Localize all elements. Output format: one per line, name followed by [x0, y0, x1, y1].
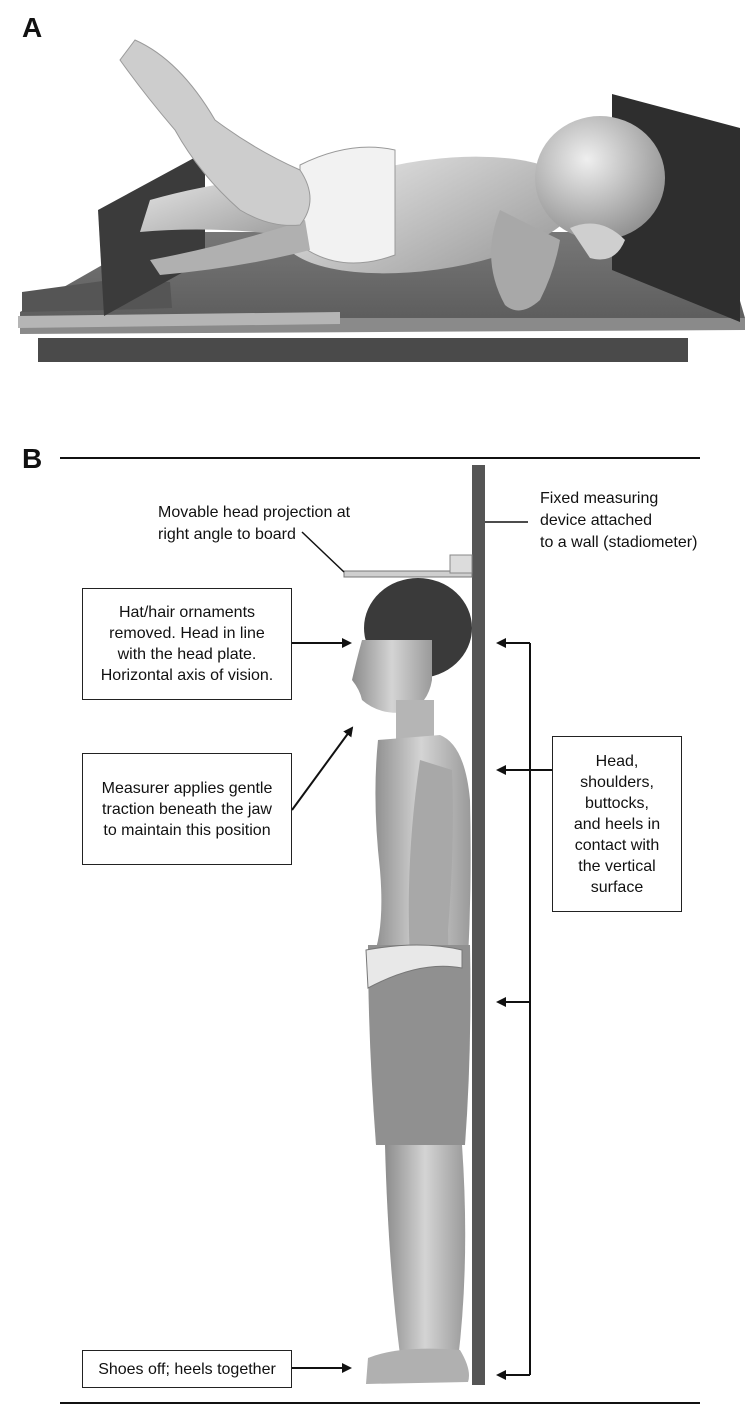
fixed-device-label: Fixed measuring device attached to a wal… — [540, 490, 698, 551]
child-figure — [352, 578, 472, 1384]
head-plate-bracket — [449, 554, 473, 574]
infant-head — [535, 116, 665, 240]
board-base — [38, 338, 688, 362]
infant-arm — [491, 210, 560, 311]
jaw-arrow — [291, 726, 354, 811]
child-legs — [385, 1145, 466, 1360]
child-shorts — [368, 945, 471, 1145]
measurer-hand — [119, 39, 311, 226]
sliding-rail — [18, 312, 340, 328]
head-projection-leader — [301, 531, 345, 573]
child-feet — [366, 1348, 469, 1384]
hat-hair-callout: Hat/hair ornaments removed. Head in line… — [82, 588, 292, 700]
shoes-callout: Shoes off; heels together — [82, 1350, 292, 1388]
infant-hand-near-face — [570, 223, 625, 260]
infant-leg-lower — [150, 220, 310, 275]
panel-a-label: A — [22, 12, 43, 43]
infant-diaper — [299, 146, 396, 264]
contact-callout: Head, shoulders, buttocks, and heels in … — [552, 736, 682, 912]
child-face — [352, 640, 432, 713]
panel-b-label: B — [22, 443, 43, 474]
head-plate — [343, 570, 473, 578]
child-waistband — [365, 944, 463, 989]
head-projection-label: Movable head projection at right angle t… — [158, 504, 351, 543]
child-neck — [396, 700, 434, 740]
measurer-callout: Measurer applies gentle traction beneath… — [82, 753, 292, 865]
stadiometer-board — [472, 465, 485, 1385]
infant-measuring-board-illustration — [18, 39, 745, 362]
